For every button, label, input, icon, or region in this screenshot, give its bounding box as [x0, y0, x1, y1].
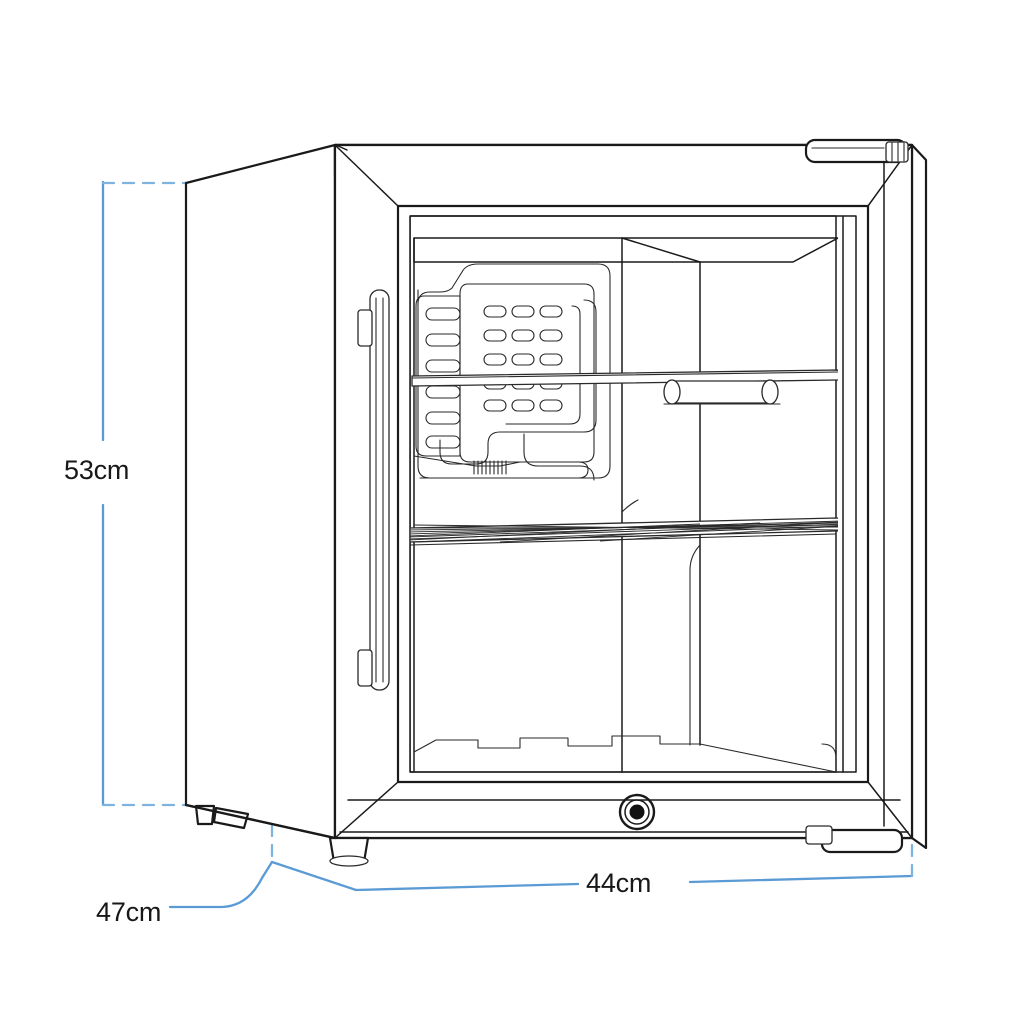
shelf-roller-right	[761, 379, 779, 405]
width-dim-line-left	[354, 882, 580, 892]
vent-slot	[425, 333, 461, 347]
upper-glass-shelf[interactable]	[411, 369, 846, 405]
shelf-roller-left	[663, 379, 681, 405]
perforation	[511, 353, 535, 366]
floor-rib-profile	[413, 735, 701, 753]
tube-serpentine-a	[439, 299, 597, 465]
door-bevel-br	[867, 781, 913, 839]
tube-serpentine-c	[523, 433, 595, 481]
floor-right-perspective	[699, 743, 837, 773]
shelf-upper-edge	[411, 371, 838, 379]
shelf-bracket-bar	[671, 380, 773, 404]
handle-mount-bottom	[357, 649, 373, 687]
vent-slot	[425, 359, 461, 373]
wire-grid-hatch	[410, 520, 838, 543]
floor-front-line	[413, 751, 837, 773]
perforation	[511, 329, 535, 342]
door-bevel-bl	[334, 781, 399, 839]
interior-floor-ribs	[413, 735, 837, 773]
handle-mount-top	[357, 309, 373, 347]
evaporator-inner-panel	[459, 283, 595, 463]
hinge-top-pin-block	[885, 141, 909, 163]
bottom-hinge-bracket	[805, 825, 904, 854]
depth-leader-curve	[168, 860, 274, 909]
perforation	[483, 305, 507, 318]
shelf-lower-front-edge	[410, 533, 837, 546]
shelf-upper-plate[interactable]	[411, 369, 846, 387]
shelf-lower-clip	[621, 499, 639, 513]
lock-keyhole	[629, 804, 645, 820]
perforation	[539, 329, 563, 342]
perforation	[483, 329, 507, 342]
shelf-lower-support	[689, 544, 701, 746]
interior-ceiling-diag	[621, 237, 701, 263]
vent-slot	[425, 411, 461, 425]
width-dimension-label: 44cm	[586, 868, 652, 898]
perforation	[483, 353, 507, 366]
hinge-bottom-plate	[805, 825, 833, 845]
cabinet-left-panel	[184, 143, 337, 840]
top-hinge-bracket	[804, 138, 909, 164]
perforation	[511, 399, 535, 412]
vent-slot	[425, 435, 461, 449]
depth-dim-line	[270, 860, 358, 892]
interior-cavity	[408, 215, 846, 773]
vertical-bar-handle[interactable]	[357, 289, 390, 691]
hinge-bottom-body	[820, 828, 904, 854]
perforation	[539, 305, 563, 318]
cabinet-right-edge	[910, 143, 928, 850]
door-bevel-tl	[334, 144, 399, 207]
perforation	[539, 399, 563, 412]
cabinet-top-corner-tick	[335, 144, 348, 151]
capillary-tube-coil	[413, 455, 589, 479]
capillary-coil-windings	[473, 460, 507, 475]
vent-slots-left	[415, 295, 461, 457]
glass-door[interactable]	[333, 143, 914, 840]
foot-front-left-pad	[329, 855, 369, 867]
shelf-bracket-right	[663, 379, 781, 405]
cabinet-bottom-perspective-edge	[184, 803, 337, 840]
perforation	[539, 353, 563, 366]
floor-corner-fillet	[821, 743, 837, 759]
capillary-tube-body	[413, 455, 589, 479]
perforation	[483, 399, 507, 412]
height-dimension-label: 53cm	[64, 455, 130, 485]
refrigerant-tubing	[439, 299, 597, 481]
leveling-feet	[194, 804, 370, 867]
width-dim-line-right	[688, 874, 914, 884]
tube-serpentine-b	[505, 305, 581, 425]
perforation	[511, 305, 535, 318]
door-inner-opening	[396, 204, 870, 784]
depth-dimension-label: 47cm	[96, 897, 162, 927]
lower-wire-shelf[interactable]	[408, 499, 844, 746]
lock-ring-outer[interactable]	[618, 793, 656, 831]
vent-slot	[425, 307, 461, 321]
handle-bar[interactable]	[369, 289, 390, 691]
evaporator-cooling-plate	[413, 263, 611, 481]
vent-slot-frame	[415, 295, 461, 457]
